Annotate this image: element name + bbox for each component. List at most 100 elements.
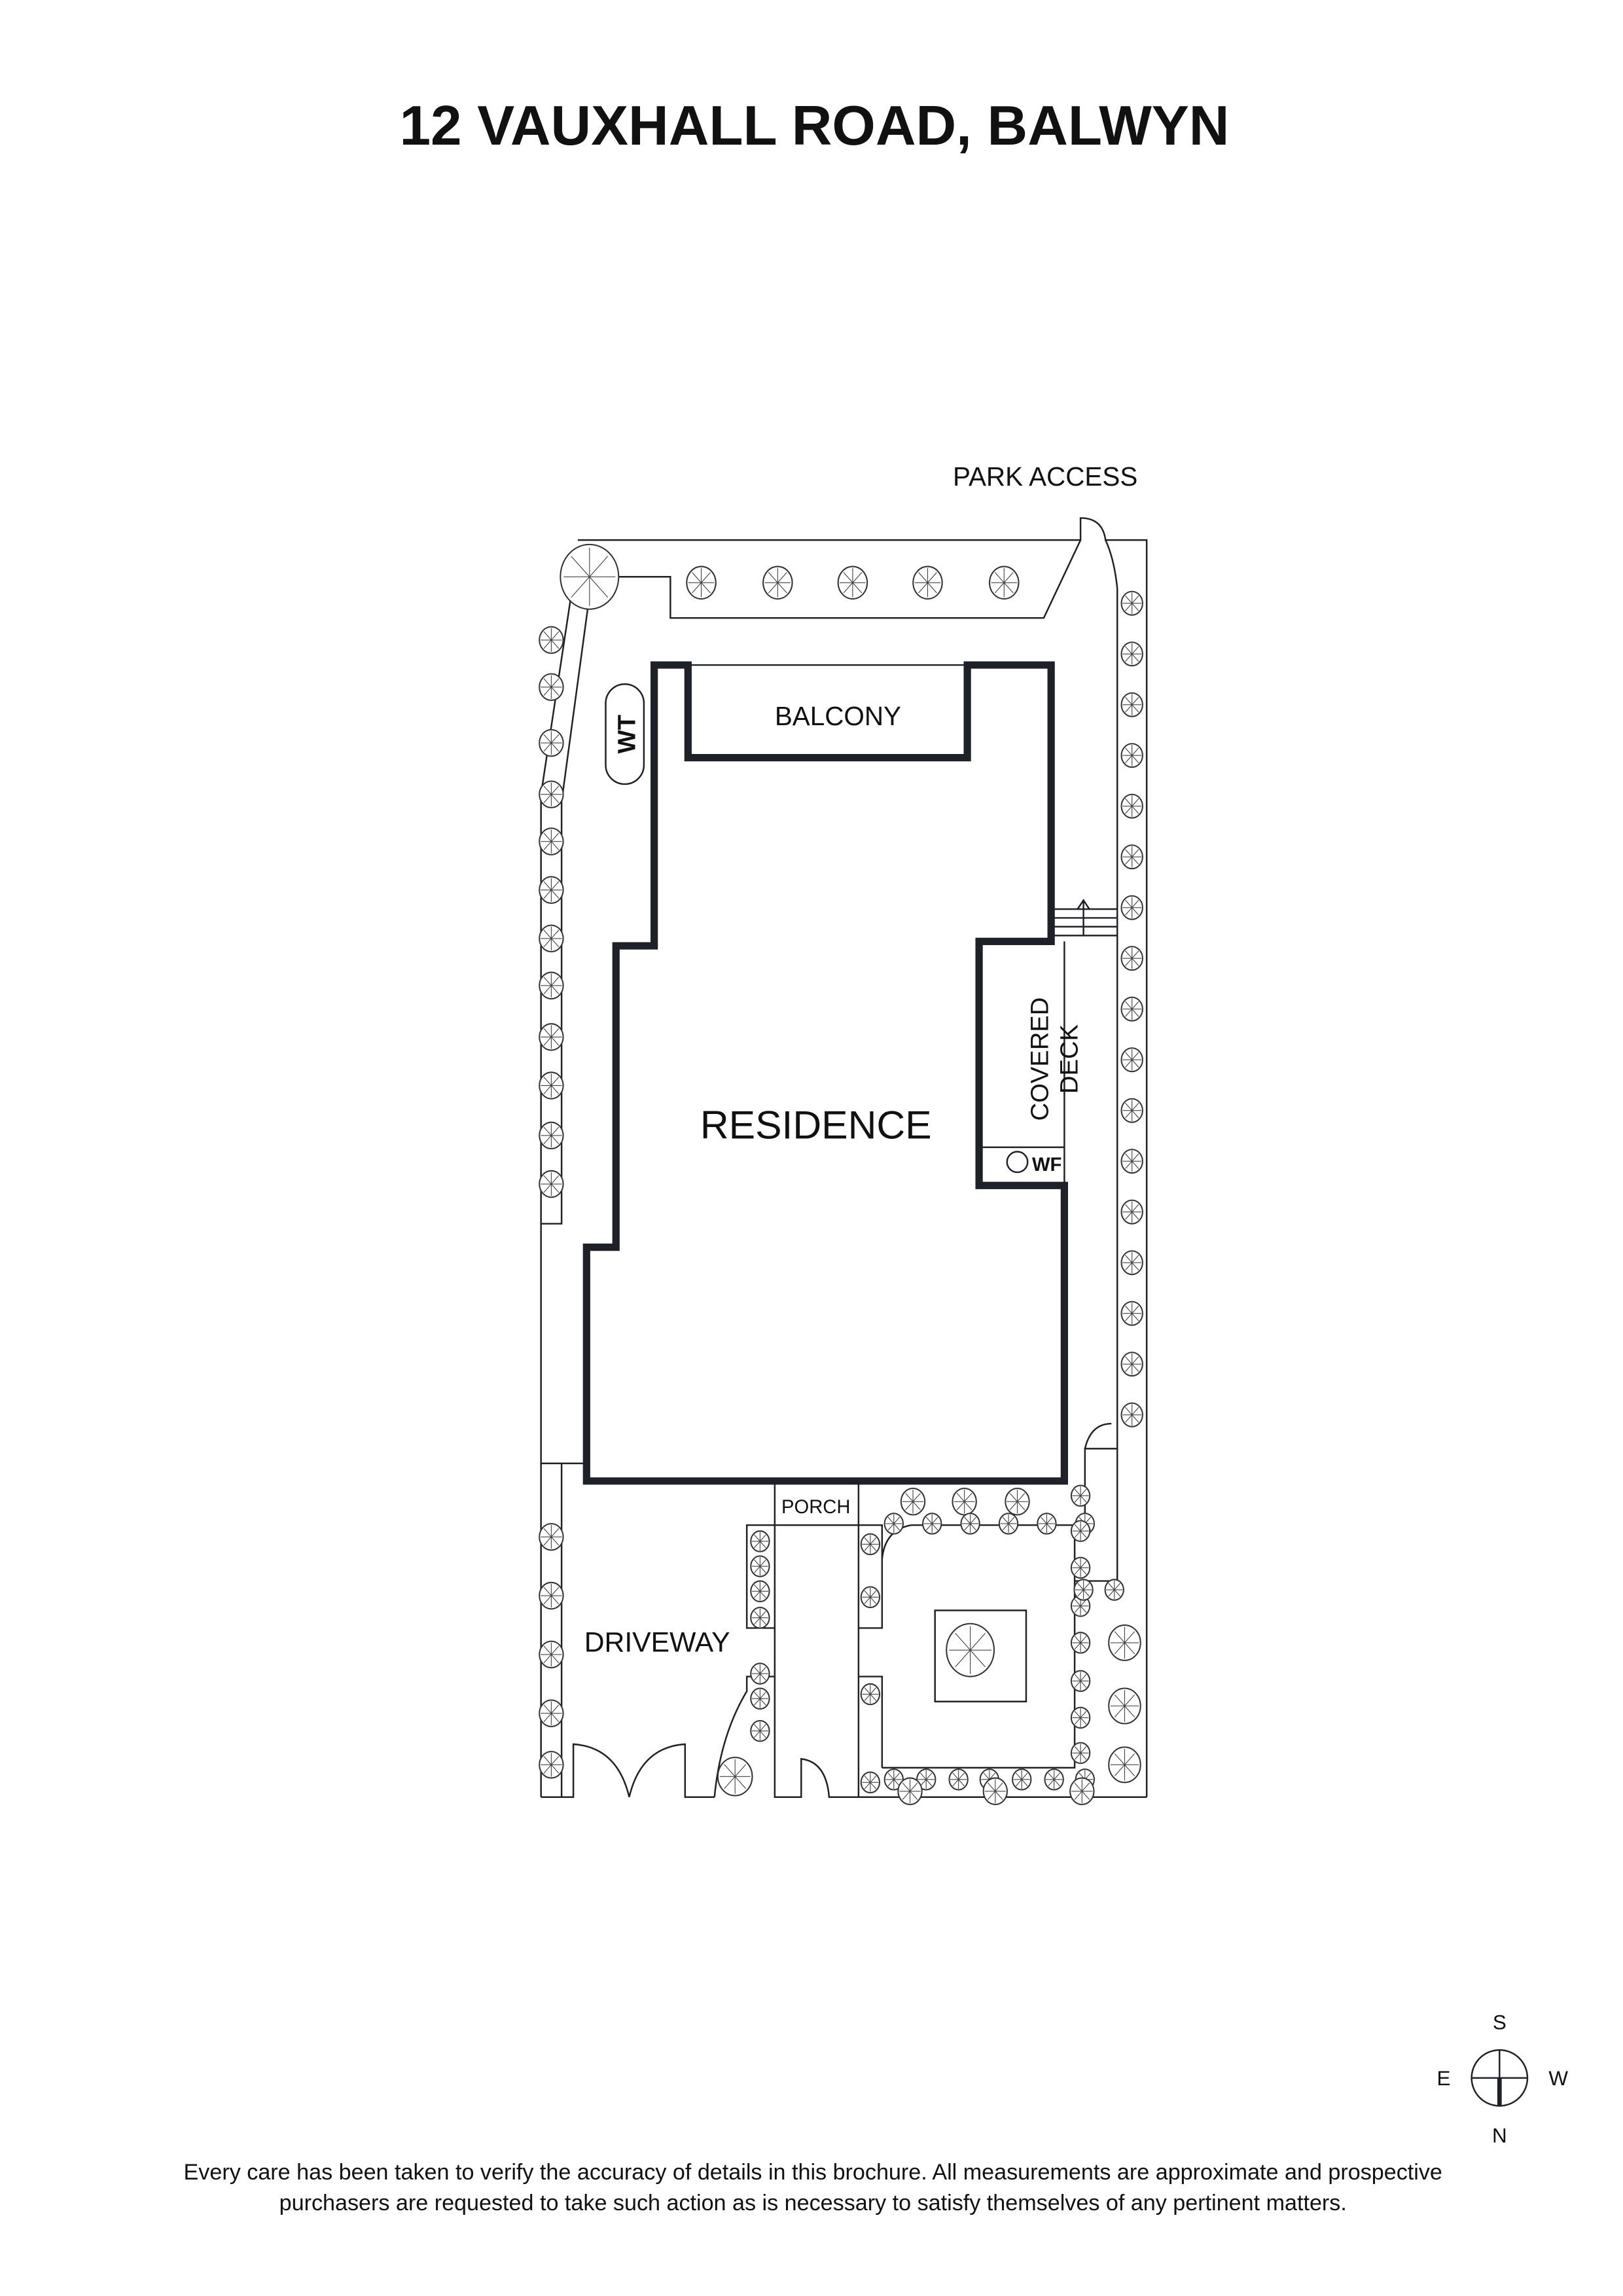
tree-icon [539,924,564,953]
tree-icon [717,1757,753,1797]
trees [539,543,1143,1806]
compass-west: W [1548,2067,1568,2090]
tree-icon [539,780,564,808]
tree-icon [860,1533,881,1556]
tree-icon [912,565,943,600]
tree-icon [883,1768,904,1791]
water-tank [605,683,645,785]
compass: S E W N [1436,2011,1568,2147]
tree-icon [539,1121,564,1150]
page-title: 12 VAUXHALL ROAD, BALWYN [400,95,1230,157]
tree-icon [1120,1250,1143,1276]
compass-east: E [1436,2067,1450,2090]
wood-fire-label: WF [1032,1155,1061,1175]
disclaimer-line-2: purchasers are requested to take such ac… [279,2191,1347,2215]
tree-icon [539,1751,564,1779]
tree-icon [1012,1768,1032,1791]
porch-label: PORCH [781,1497,850,1518]
tree-icon [897,1777,923,1806]
tree-icon [539,728,564,757]
tree-icon [539,1522,564,1551]
tree-icon [860,1683,881,1706]
wood-fire-icon [1006,1151,1029,1174]
tree-icon [1070,1595,1091,1617]
tree-icon [539,1071,564,1100]
tree-icon [750,1606,770,1629]
tree-icon [860,1586,881,1609]
tree-icon [750,1687,770,1710]
tree-icon [750,1719,770,1742]
tree-icon [1108,1746,1141,1784]
balcony-label: BALCONY [775,701,901,731]
tree-icon [750,1580,770,1603]
tree-icon [1070,1670,1091,1693]
tree-icon [900,1488,926,1516]
tree-icon [960,1513,980,1535]
tree-icon [539,1640,564,1669]
tree-icon [948,1768,969,1791]
tree-icon [539,1170,564,1198]
tree-icon [946,1623,995,1677]
tree-icon [1104,1579,1124,1601]
tree-icon [750,1555,770,1577]
compass-south: S [1493,2011,1507,2034]
tree-icon [1120,1098,1143,1123]
tree-icon [539,827,564,855]
tree-icon [1120,1199,1143,1225]
tree-icon [539,1699,564,1727]
tree-icon [1120,1402,1143,1427]
steps [1051,899,1118,937]
tree-icon [1120,1047,1143,1073]
tree-icon [1044,1768,1064,1791]
tree-icon [1120,1352,1143,1377]
tree-icon [1120,641,1143,667]
tree-icon [539,1581,564,1610]
tree-icon [750,1662,770,1685]
tree-icon [686,565,717,600]
water-tank-label: WT [613,715,641,753]
tree-icon [539,876,564,904]
driveway-label: DRIVEWAY [584,1626,730,1658]
tree-icon [1120,590,1143,616]
tree-icon [1120,1300,1143,1326]
tree-icon [1120,743,1143,768]
tree-icon [762,565,793,600]
tree-icon [883,1513,904,1535]
tree-icon [860,1771,881,1794]
residence-outline [582,661,1068,1485]
tree-icon [1120,692,1143,717]
tree-icon [1108,1624,1141,1661]
tree-icon [1069,1777,1095,1806]
tree-icon [539,673,564,701]
tree-icon [750,1530,770,1552]
tree-icon [1070,1632,1091,1654]
disclaimer-line-1: Every care has been taken to verify the … [184,2160,1442,2185]
tree-icon [1070,1706,1091,1729]
tree-icon [1120,946,1143,971]
tree-icon [998,1513,1019,1535]
tree-icon [1073,1579,1094,1601]
tree-icon [1120,1149,1143,1174]
tree-icon [1070,1520,1091,1542]
tree-icon [1120,844,1143,870]
tree-icon [1070,1484,1091,1507]
tree-icon [539,971,564,1000]
park-access-label: PARK ACCESS [953,461,1137,492]
tree-icon [1037,1513,1057,1535]
tree-icon [837,565,868,600]
tree-icon [1120,996,1143,1022]
tree-icon [1070,1556,1091,1579]
tree-icon [1120,793,1143,819]
tree-icon [989,565,1020,600]
tree-icon [539,1023,564,1051]
tree-icon [916,1768,936,1791]
tree-icon [952,1488,977,1516]
tree-icon [560,543,620,610]
tree-icon [922,1513,942,1535]
residence-label: RESIDENCE [700,1102,932,1147]
tree-icon [1108,1687,1141,1725]
tree-icon [1070,1742,1091,1765]
compass-north: N [1492,2125,1507,2147]
